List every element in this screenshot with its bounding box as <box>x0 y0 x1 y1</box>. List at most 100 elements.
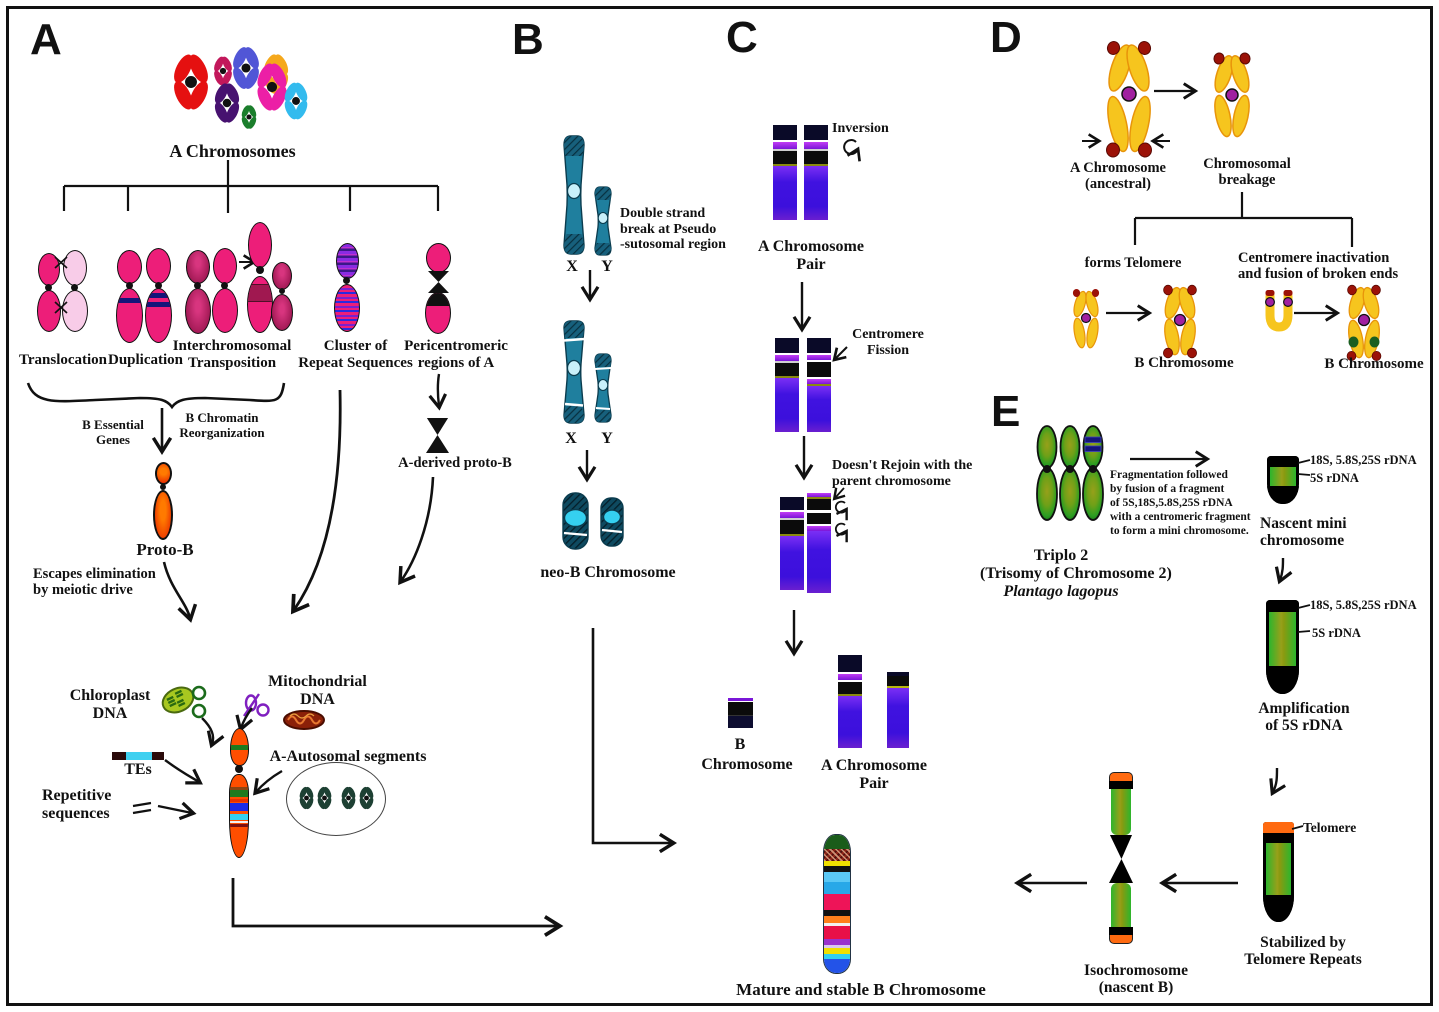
arrow-tip-left <box>1082 133 1102 149</box>
telomere-chrom-before <box>1072 289 1100 349</box>
arrow-proto-b-down <box>162 561 198 623</box>
nascent-label-ticks <box>1297 459 1311 476</box>
amplified-label-ticks <box>1297 604 1311 633</box>
arrow-e-2 <box>1274 557 1293 585</box>
c-apair-right <box>887 672 909 748</box>
panel-c-letter: C <box>726 13 758 62</box>
rdna-5s-nascent-label: 5S rDNA <box>1310 471 1359 485</box>
arrow-b-to-mature <box>591 628 678 854</box>
a-derived-proto-b-label: A-derived proto-B <box>398 455 512 471</box>
y-label-upper: Y <box>601 258 613 275</box>
arrow-chloroplast-to-chrom <box>201 717 225 749</box>
repeat-lines-icon <box>132 801 152 815</box>
autosomal-ellipse <box>286 762 386 836</box>
rotate-icon-1 <box>834 500 848 521</box>
ancestral-chromosome <box>1106 41 1152 158</box>
inversion-label: Inversion <box>832 121 889 136</box>
arrow-stab-to-iso <box>1158 872 1238 894</box>
tes-label: TEs <box>124 761 152 778</box>
mitochondrion-icon <box>283 710 325 730</box>
nascent-mini-chromosome <box>1267 456 1299 504</box>
triplo-chromosomes <box>1036 425 1104 521</box>
panel-d-letter: D <box>990 13 1022 62</box>
arrow-c-2 <box>794 436 814 481</box>
plasmid-circles-icon <box>191 685 207 719</box>
x-label-lower: X <box>565 430 577 447</box>
c-pair3-left <box>780 497 804 590</box>
arrow-tes-to-chrom <box>164 759 203 785</box>
tes-icon <box>112 752 164 760</box>
arrow-to-proto-b <box>151 408 173 456</box>
neo-b-fragments <box>562 492 624 550</box>
arrow-mito-to-chrom <box>235 707 254 733</box>
brace <box>26 382 286 410</box>
y-label-lower: Y <box>601 430 613 447</box>
autosomal-segments-label: A-Autosomal segments <box>269 748 427 765</box>
arrow-e-3 <box>1269 767 1286 797</box>
u-shaped-chromosome <box>1264 290 1294 332</box>
c-pair2-left <box>775 338 799 432</box>
c-pair1-left <box>773 125 797 220</box>
panel-e-letter: E <box>991 387 1021 436</box>
arrow-d-3 <box>1294 304 1341 322</box>
autosomal-chromosomes <box>298 785 375 811</box>
arrow-iso-to-mature <box>1013 872 1087 894</box>
stabilized-chromosome <box>1263 822 1294 922</box>
ancestral-label: A Chromosome(ancestral) <box>1070 160 1166 193</box>
arrow-autosomal-to-chrom <box>252 769 283 796</box>
arrow-a-to-mature <box>231 878 564 937</box>
c-pair3-right <box>807 493 831 593</box>
mature-b-label: Mature and stable B Chromosome <box>736 980 986 999</box>
inversion-rotate-icon <box>843 139 861 162</box>
proto-b-label: Proto-B <box>136 540 194 559</box>
y-chromosome-1 <box>594 186 612 256</box>
amplified-chromosome <box>1266 600 1299 694</box>
arrow-rejoin <box>832 487 846 501</box>
arrow-b-1 <box>580 270 600 303</box>
c-pair2-right <box>807 338 831 432</box>
rdna-18s-amp-label: 18S, 5.8S,25S rDNA <box>1310 598 1417 612</box>
telomere-chrom-after <box>1163 284 1197 359</box>
arrow-cluster-down <box>290 389 342 615</box>
panel-a-letter: A <box>30 15 62 64</box>
arrow-repetitive-to-chrom <box>157 801 197 821</box>
c-apair-left <box>838 655 862 748</box>
forms-telomere-label: forms Telomere <box>1084 255 1182 271</box>
arrow-c-3 <box>784 610 804 657</box>
panel-a-tree-lines <box>62 160 440 213</box>
telomere-tick <box>1291 825 1304 830</box>
panel-d-tree <box>1133 192 1354 247</box>
b-chromosome-left-label: B Chromosome <box>1134 355 1234 371</box>
panel-b-letter: B <box>512 15 544 64</box>
figure-border <box>6 6 1433 1006</box>
neo-b-label: neo-B Chromosome <box>540 564 676 581</box>
fused-chromosome <box>1346 284 1382 362</box>
arrow-fission <box>832 346 848 362</box>
arrow-b-2 <box>577 450 597 483</box>
isochromosome <box>1109 772 1133 944</box>
arrow-d-1 <box>1154 82 1199 100</box>
x-chromosome-2 <box>563 320 585 424</box>
translocation-label: Translocation <box>18 352 108 368</box>
duplication-label: Duplication <box>107 352 183 368</box>
telomere-label: Telomere <box>1303 820 1357 835</box>
arrow-tip-right <box>1150 133 1170 149</box>
arrow-e-1 <box>1130 450 1211 468</box>
arrow-a-derived-down <box>398 476 435 586</box>
mature-b-chromosome <box>823 834 851 974</box>
